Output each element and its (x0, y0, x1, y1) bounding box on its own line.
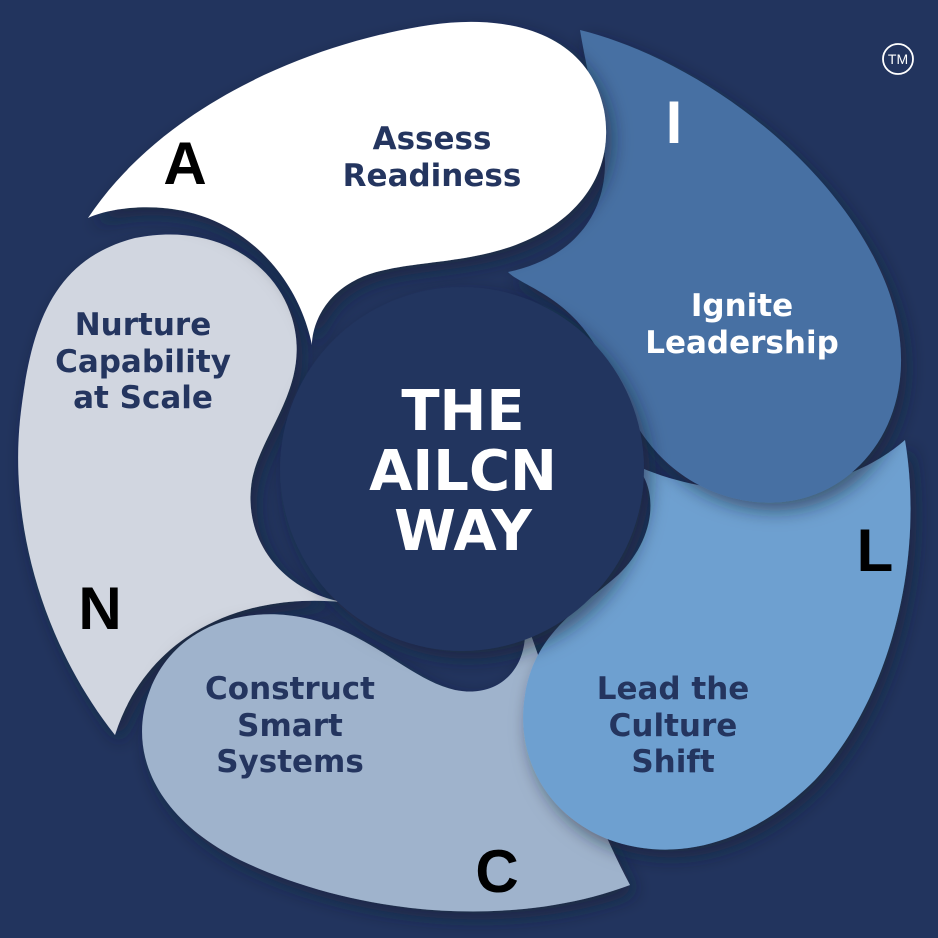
segment-letter-l: L (857, 517, 894, 584)
ignite-label-line-2: Leadership (645, 325, 839, 361)
petal-assess (88, 21, 607, 346)
center-disc (280, 287, 644, 651)
ignite-label-line-1: Ignite (691, 288, 793, 324)
segment-letter-n: N (78, 575, 121, 642)
segment-letter-i: I (666, 89, 683, 156)
nurture-label-line-3: at Scale (73, 380, 213, 416)
segment-letter-c: C (475, 838, 518, 905)
construct-label-line-2: Smart (237, 708, 343, 744)
center-title-line-3: WAY (394, 499, 533, 564)
petal-ignite (508, 30, 902, 503)
petal-nurture (18, 234, 343, 735)
lead-label-line-1: Lead the (597, 671, 750, 707)
construct-label-line-3: Systems (216, 744, 364, 780)
lead-label-line-3: Shift (631, 744, 715, 780)
trademark-text: TM (888, 51, 908, 67)
petal-lead (523, 440, 911, 850)
construct-label-line-1: Construct (205, 671, 375, 707)
lead-label-line-2: Culture (609, 708, 738, 744)
petal-construct (142, 610, 630, 912)
center-title-line-2: AILCN (369, 439, 557, 504)
nurture-label-line-2: Capability (55, 344, 231, 380)
trademark-icon (882, 43, 914, 75)
center-title-line-1: THE (401, 379, 524, 444)
nurture-label-line-1: Nurture (75, 307, 212, 343)
assess-label-line-2: Readiness (343, 158, 522, 194)
segment-letter-a: A (163, 130, 206, 197)
assess-label-line-1: Assess (373, 121, 492, 157)
